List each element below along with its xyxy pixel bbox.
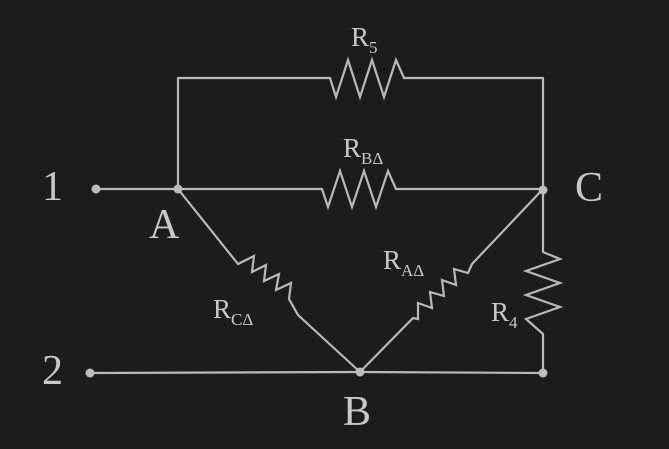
resistor-rb-sub: BΔ bbox=[361, 149, 383, 168]
resistors bbox=[237, 56, 564, 335]
resistor-rc-sub: CΔ bbox=[231, 310, 253, 329]
wire-rc-b bbox=[296, 313, 362, 374]
node-c-dot bbox=[538, 185, 548, 195]
terminal-2-label: 2 bbox=[42, 348, 63, 394]
terminal-2-dot bbox=[85, 368, 95, 378]
resistor-rc-symbol bbox=[237, 254, 299, 316]
resistor-r5-label: R5 bbox=[351, 22, 378, 57]
node-b-dot bbox=[355, 367, 365, 377]
wire-top-left bbox=[176, 76, 332, 191]
wire-b-ra bbox=[358, 316, 415, 374]
wire-a-rc bbox=[176, 187, 240, 266]
wire-b-right bbox=[358, 370, 545, 375]
wires bbox=[88, 76, 545, 375]
resistor-ra-symbol bbox=[412, 263, 474, 321]
resistor-r4-base: R bbox=[491, 297, 509, 327]
wire-terminal2-b bbox=[88, 370, 362, 375]
resistor-r5-sub: 5 bbox=[369, 38, 378, 57]
resistor-r5-symbol bbox=[328, 56, 406, 101]
resistor-rb-label: RBΔ bbox=[343, 133, 383, 168]
labels: 1 2 A B C R5 RBΔ RAΔ RCΔ R4 bbox=[42, 22, 603, 435]
terminal-1-dot bbox=[91, 184, 101, 194]
resistor-rb-base: R bbox=[343, 133, 361, 163]
wire-top-right bbox=[402, 76, 545, 191]
nodes bbox=[85, 184, 548, 378]
node-a-label: A bbox=[149, 202, 180, 248]
resistor-ra-label: RAΔ bbox=[383, 245, 424, 280]
node-a-dot bbox=[173, 184, 183, 194]
resistor-r5-base: R bbox=[351, 22, 369, 52]
resistor-r4-label: R4 bbox=[491, 297, 518, 332]
resistor-r4-symbol bbox=[522, 250, 564, 335]
resistor-ra-base: R bbox=[383, 245, 401, 275]
resistor-r4-sub: 4 bbox=[509, 313, 518, 332]
resistor-ra-sub: AΔ bbox=[401, 261, 424, 280]
terminal-1-label: 1 bbox=[42, 164, 63, 210]
node-c-label: C bbox=[575, 165, 603, 211]
node-b-label: B bbox=[343, 389, 371, 435]
resistor-rb-symbol bbox=[320, 167, 398, 211]
wire-ra-c bbox=[470, 187, 545, 266]
corner-right-dot bbox=[538, 368, 548, 378]
resistor-rc-label: RCΔ bbox=[213, 294, 253, 329]
resistor-rc-base: R bbox=[213, 294, 231, 324]
